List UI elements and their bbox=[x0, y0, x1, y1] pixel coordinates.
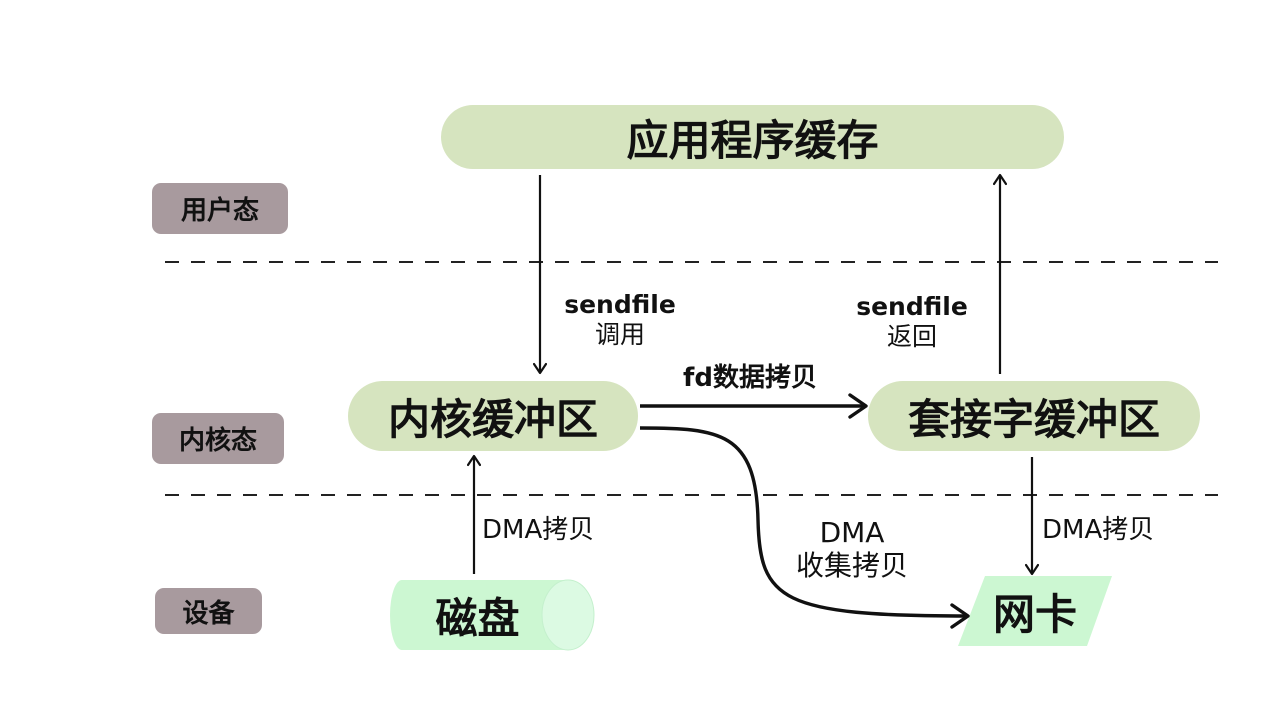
disk-dma-text: DMA拷贝 bbox=[482, 515, 595, 545]
disk-dma-label: DMA拷贝 bbox=[482, 515, 622, 546]
sendfile-return-line1: sendfile bbox=[856, 292, 968, 321]
dma-gather-line2: 收集拷贝 bbox=[795, 549, 908, 583]
app-buffer-label: 应用程序缓存 bbox=[441, 105, 1064, 169]
nic-shape bbox=[958, 576, 1112, 646]
kernel-buffer-text: 内核缓冲区 bbox=[387, 394, 598, 444]
nic-label: 网卡 bbox=[965, 576, 1105, 646]
app-buffer-shape bbox=[441, 105, 1064, 169]
sendfile-call-label: sendfile 调用 bbox=[555, 290, 685, 349]
socket-buffer-label: 套接字缓冲区 bbox=[868, 381, 1200, 451]
sendfile-return-label: sendfile 返回 bbox=[847, 292, 977, 351]
sendfile-call-line2: 调用 bbox=[594, 319, 645, 349]
nic-dma-text: DMA拷贝 bbox=[1042, 515, 1155, 545]
nic-dma-label: DMA拷贝 bbox=[1042, 515, 1182, 546]
app-buffer-text: 应用程序缓存 bbox=[626, 115, 879, 165]
layer-badge-kernel-text: 内核态 bbox=[178, 426, 257, 456]
dma-gather-label: DMA 收集拷贝 bbox=[777, 516, 927, 582]
socket-buffer-text: 套接字缓冲区 bbox=[907, 394, 1160, 444]
dma-gather-line1: DMA bbox=[819, 516, 885, 549]
dma-gather-arrow bbox=[639, 426, 970, 629]
fd-copy-text: fd数据拷贝 bbox=[683, 363, 817, 393]
layer-badge-device: 设备 bbox=[155, 588, 262, 634]
layer-badge-device-text: 设备 bbox=[182, 598, 235, 629]
layer-badge-user-text: 用户态 bbox=[180, 196, 259, 226]
kernel-buffer-label: 内核缓冲区 bbox=[348, 381, 638, 451]
layer-badge-kernel: 内核态 bbox=[152, 413, 284, 464]
disk-label: 磁盘 bbox=[400, 580, 555, 650]
nic-text: 网卡 bbox=[992, 589, 1077, 639]
socket-buffer-shape bbox=[868, 381, 1200, 451]
disk-text: 磁盘 bbox=[435, 593, 520, 643]
sendfile-call-line1: sendfile bbox=[564, 290, 676, 319]
sendfile-return-line2: 返回 bbox=[886, 321, 937, 351]
layer-badge-user: 用户态 bbox=[152, 183, 288, 234]
disk-shape bbox=[390, 579, 595, 651]
fd-copy-label: fd数据拷贝 bbox=[660, 363, 840, 394]
kernel-buffer-shape bbox=[348, 381, 638, 451]
